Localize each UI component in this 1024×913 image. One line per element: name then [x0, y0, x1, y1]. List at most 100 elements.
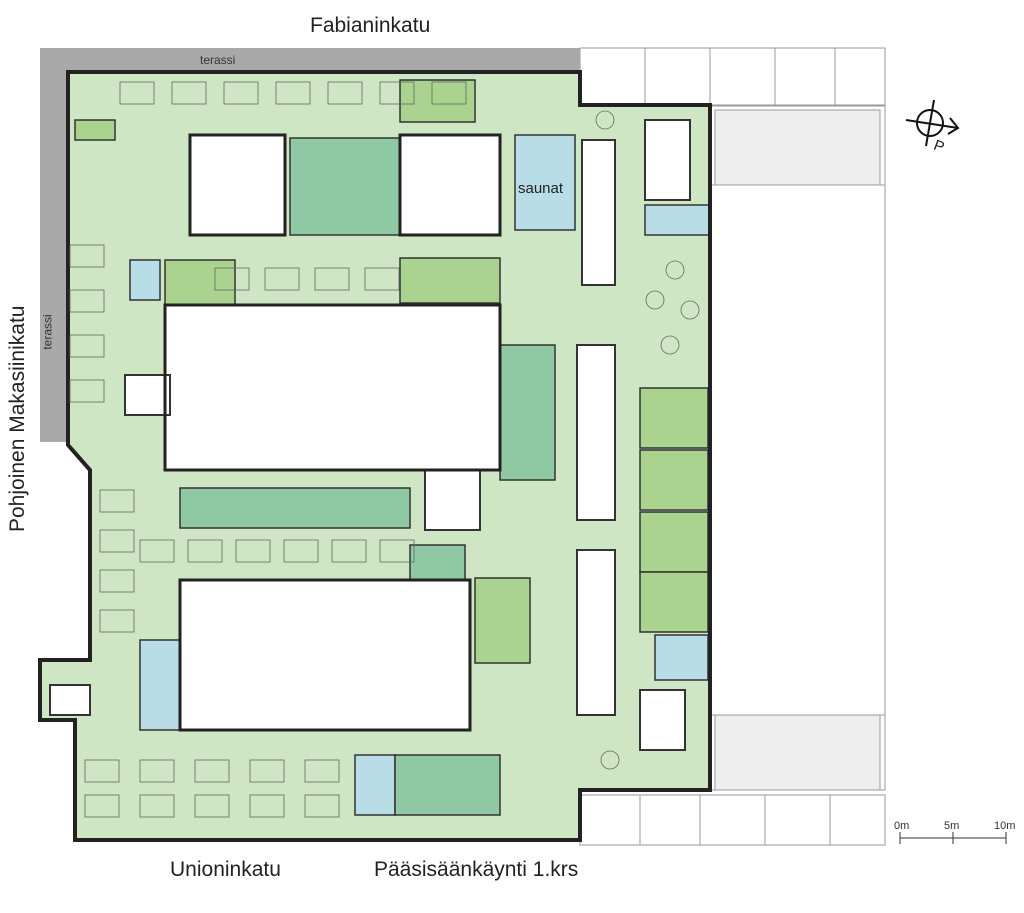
courtyard-wall	[178, 578, 472, 732]
room-office-room	[179, 487, 411, 529]
desk-group	[84, 794, 120, 818]
room-office-room	[394, 754, 501, 816]
desk-group	[283, 539, 319, 563]
terrace-left	[40, 72, 68, 442]
outer-wall	[38, 70, 712, 842]
desk-group	[249, 759, 285, 783]
courtyard	[581, 139, 616, 286]
neighbor-roof	[714, 714, 881, 791]
scale-label-10: 10m	[994, 820, 1016, 832]
courtyard	[49, 684, 91, 716]
scale-label-5: 5m	[944, 820, 960, 832]
courtyard	[639, 689, 686, 751]
room-meeting-room	[639, 571, 709, 633]
desk-group	[194, 794, 230, 818]
desk-group	[314, 267, 350, 291]
desk-group	[139, 759, 175, 783]
room-office-room	[499, 344, 556, 481]
desk-group	[119, 81, 155, 105]
courtyard-wall	[163, 303, 502, 472]
walls	[38, 70, 712, 842]
scale-label-0: 0m	[894, 820, 910, 832]
courtyard	[644, 119, 691, 201]
room-sauna-wc	[354, 754, 396, 816]
room-meeting-room	[74, 119, 116, 141]
desk-group	[69, 334, 105, 358]
neighbor-building	[579, 47, 886, 107]
terrace-label-top: terassi	[200, 53, 236, 67]
courtyard-wall	[398, 133, 502, 237]
courtyards	[49, 119, 691, 751]
courtyard	[424, 469, 481, 531]
desk-group	[99, 529, 135, 553]
courtyard-wall	[188, 133, 287, 237]
room-office-room	[289, 137, 401, 236]
terrace-label-left: terassi	[40, 314, 55, 350]
desk-group	[139, 794, 175, 818]
room-sauna-wc	[514, 134, 576, 231]
neighbor-building	[579, 794, 886, 846]
street-label-south: Unioninkatu	[170, 858, 281, 881]
room-meeting-room	[399, 79, 476, 123]
desk-group	[194, 759, 230, 783]
room-office-room	[409, 544, 466, 581]
room-sauna-wc	[129, 259, 161, 301]
neighbor-building	[709, 184, 886, 716]
room-sauna-wc	[644, 204, 711, 236]
sauna-label: saunat	[518, 180, 564, 197]
neighbor-buildings	[579, 47, 886, 846]
scale-bar	[899, 832, 1007, 844]
street-label-west: Pohjoinen Makasiinikatu	[6, 305, 29, 532]
desk-group	[275, 81, 311, 105]
desk-group	[99, 609, 135, 633]
desk-group	[99, 489, 135, 513]
desk-group	[431, 81, 467, 105]
room-meeting-room	[639, 449, 709, 511]
round-table	[600, 750, 620, 770]
desk-group	[304, 759, 340, 783]
desk-group	[249, 794, 285, 818]
desk-group	[69, 289, 105, 313]
desk-group	[84, 759, 120, 783]
terrace-top	[40, 48, 580, 72]
desk-group	[187, 539, 223, 563]
room-sauna-wc	[139, 639, 181, 731]
round-table	[665, 260, 685, 280]
courtyard	[124, 374, 171, 416]
round-table	[680, 300, 700, 320]
room-meeting-room	[639, 511, 709, 573]
desk-group	[139, 539, 175, 563]
courtyard	[189, 134, 286, 236]
room-sauna-wc	[654, 634, 709, 681]
room-meeting-room	[399, 257, 501, 304]
courtyard	[399, 134, 501, 236]
desk-group	[264, 267, 300, 291]
courtyard	[179, 579, 471, 731]
rooms	[74, 79, 711, 816]
desk-group	[69, 244, 105, 268]
desk-group	[327, 81, 363, 105]
desk-group	[69, 379, 105, 403]
courtyard	[164, 304, 501, 471]
desk-group	[214, 267, 250, 291]
furniture	[69, 81, 700, 818]
round-table	[660, 335, 680, 355]
courtyard	[576, 549, 616, 716]
compass-icon	[905, 99, 960, 147]
round-table	[595, 110, 615, 130]
desk-group	[304, 794, 340, 818]
desk-group	[223, 81, 259, 105]
street-label-north: Fabianinkatu	[310, 14, 431, 37]
desk-group	[379, 539, 415, 563]
main-entrance-label: Pääsisäänkäynti 1.krs	[374, 858, 579, 881]
desk-group	[364, 267, 400, 291]
courtyard	[576, 344, 616, 521]
round-table	[645, 290, 665, 310]
desk-group	[99, 569, 135, 593]
desk-group	[379, 81, 415, 105]
desk-group	[331, 539, 367, 563]
room-meeting-room	[474, 577, 531, 664]
desk-group	[235, 539, 271, 563]
neighbor-roof	[714, 109, 881, 186]
